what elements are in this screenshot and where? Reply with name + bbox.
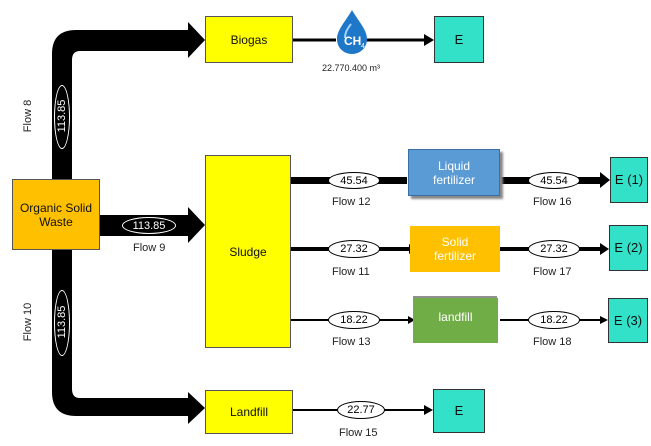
methane-subscript: 4	[361, 43, 365, 50]
energy-biogas-box: E	[434, 16, 484, 63]
liquid-fertilizer-box: Liquid fertilizer	[408, 149, 500, 196]
flow15-value-oval: 22.77	[337, 401, 385, 419]
landfill-small-label: landfill	[438, 310, 473, 324]
flow13-value: 18.22	[340, 314, 368, 326]
flow12-value: 45.54	[340, 174, 368, 187]
energy-2-label: E (2)	[614, 240, 643, 255]
energy-2-box: E (2)	[609, 225, 648, 271]
organic-solid-waste-box: Organic Solid Waste	[12, 179, 100, 250]
energy-3-box: E (3)	[608, 298, 648, 343]
flow13-value-oval: 18.22	[328, 311, 380, 329]
biogas-volume-label: 22.770.400 m³	[322, 63, 381, 73]
energy-landfill-box: E	[433, 389, 485, 433]
biogas-box: Biogas	[205, 16, 293, 63]
flow17-value-oval: 27.32	[528, 240, 580, 258]
energy-1-label: E (1)	[614, 172, 644, 187]
flow17-label: Flow 17	[533, 266, 572, 278]
flow15-label: Flow 15	[339, 427, 378, 439]
flow10-band	[52, 250, 205, 424]
flow12-label: Flow 12	[332, 196, 371, 208]
organic-solid-waste-label: Organic Solid Waste	[19, 200, 93, 229]
flow10-value-oval	[54, 290, 70, 356]
energy-landfill-label: E	[454, 403, 464, 418]
flow11-label: Flow 11	[332, 266, 370, 278]
flow10-value: 113.85	[56, 305, 68, 339]
landfill-label: Landfill	[229, 405, 269, 419]
flow8-band	[52, 22, 205, 180]
flow11-value-oval: 27.32	[328, 240, 380, 258]
flow9-value: 113.85	[132, 219, 166, 232]
flow8-label: Flow 8	[22, 99, 34, 133]
flow18-value: 18.22	[540, 314, 568, 326]
flow17-value: 27.32	[540, 243, 568, 255]
energy-3-label: E (3)	[613, 312, 643, 328]
sludge-box: Sludge	[205, 155, 291, 348]
flow9-label: Flow 9	[133, 242, 166, 254]
flow10-label: Flow 10	[22, 302, 34, 342]
flow18-value-oval: 18.22	[528, 311, 580, 329]
flow16-value-oval: 45.54	[528, 172, 580, 189]
flow15-value: 22.77	[347, 404, 375, 416]
methane-symbol: CH	[344, 34, 361, 48]
landfill-box: Landfill	[205, 390, 293, 434]
landfill-small-box: landfill	[413, 298, 498, 343]
flow16-label: Flow 16	[533, 196, 572, 208]
solid-fertilizer-label: Solid fertilizer	[433, 235, 476, 263]
flow8-value: 113.85	[56, 99, 68, 133]
biogas-label: Biogas	[230, 32, 268, 47]
flow11-value: 27.32	[340, 243, 368, 255]
flow12-value-oval: 45.54	[328, 172, 380, 189]
flow9-value-oval: 113.85	[122, 217, 176, 234]
sludge-label: Sludge	[229, 244, 267, 259]
liquid-fertilizer-label: Liquid fertilizer	[432, 158, 475, 187]
energy-biogas-label: E	[454, 31, 464, 47]
flow13-label: Flow 13	[332, 336, 371, 348]
flow8-value-oval	[54, 85, 70, 149]
energy-1-box: E (1)	[610, 157, 648, 203]
flow16-value: 45.54	[540, 174, 568, 187]
flow18-label: Flow 18	[533, 336, 572, 348]
solid-fertilizer-box: Solid fertilizer	[410, 226, 500, 272]
methane-drop-icon: CH 4	[337, 10, 367, 54]
